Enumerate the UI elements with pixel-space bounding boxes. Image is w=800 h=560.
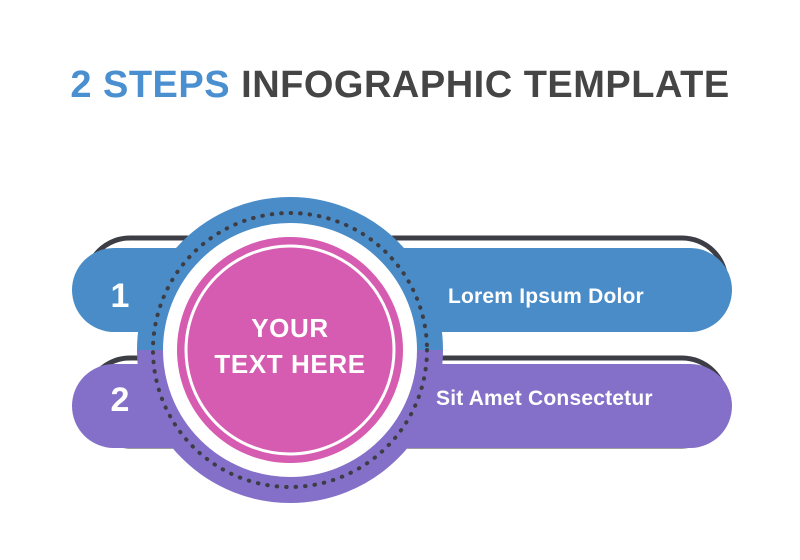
step-2-number: 2 bbox=[110, 381, 130, 419]
emblem-inner-ring bbox=[184, 244, 396, 456]
emblem-text-line-2: TEXT HERE bbox=[214, 349, 366, 379]
emblem-bottom-arc bbox=[137, 349, 443, 503]
title-rest: INFOGRAPHIC TEMPLATE bbox=[230, 64, 730, 106]
step-1-number: 1 bbox=[110, 277, 130, 315]
emblem-text-line-1: YOUR bbox=[251, 313, 329, 343]
step-1-label: Lorem Ipsum Dolor bbox=[448, 285, 644, 308]
page-title: 2 STEPS INFOGRAPHIC TEMPLATE bbox=[0, 62, 800, 108]
emblem-top-arc bbox=[137, 197, 443, 351]
emblem-text: YOUR TEXT HERE bbox=[170, 310, 410, 382]
title-accent: 2 STEPS bbox=[70, 64, 231, 106]
emblem-disc[interactable] bbox=[177, 237, 403, 463]
emblem-dotted-ring bbox=[151, 211, 429, 489]
step-2-label: Sit Amet Consectetur bbox=[436, 387, 653, 410]
